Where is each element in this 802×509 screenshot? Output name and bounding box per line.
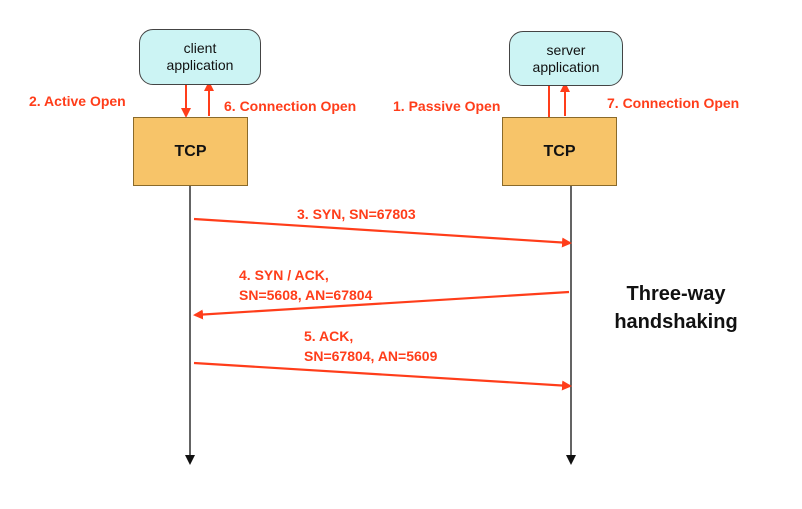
syn-ack-message-label: 4. SYN / ACK, SN=5608, AN=67804 [239,265,372,305]
server-app-line1: server [546,41,586,58]
client-tcp-box: TCP [133,117,248,186]
caption-line2: handshaking [614,311,738,333]
syn-message-label: 3. SYN, SN=67803 [297,206,416,222]
client-tcp-label: TCP [174,142,207,160]
ack-arrow [193,361,572,391]
syn-ack-line2: SN=5608, AN=67804 [239,287,373,303]
ack-line2: SN=67804, AN=5609 [304,348,438,364]
active-open-label: 2. Active Open [29,93,126,109]
ack-message-label: 5. ACK, SN=67804, AN=5609 [304,326,437,366]
client-app-line1: client [183,40,217,56]
server-tcp-label: TCP [543,142,576,160]
passive-open-label: 1. Passive Open [393,98,501,114]
connection-open-server-label: 7. Connection Open [607,95,740,111]
syn-ack-line1: 4. SYN / ACK, [239,267,329,283]
server-app-line2: application [532,58,600,75]
syn-ack-arrow [193,290,570,320]
ack-line1: 5. ACK, [304,328,354,344]
caption-line1: Three-way [626,283,726,305]
server-application-box: server application [509,31,623,86]
client-app-line2: application [166,57,234,73]
client-application-box: client application [139,29,261,85]
three-way-handshaking-caption: Three-way handshaking [606,280,746,336]
server-tcp-box: TCP [502,117,617,186]
syn-arrow [193,217,572,248]
connection-open-client-label: 6. Connection Open [224,98,357,114]
